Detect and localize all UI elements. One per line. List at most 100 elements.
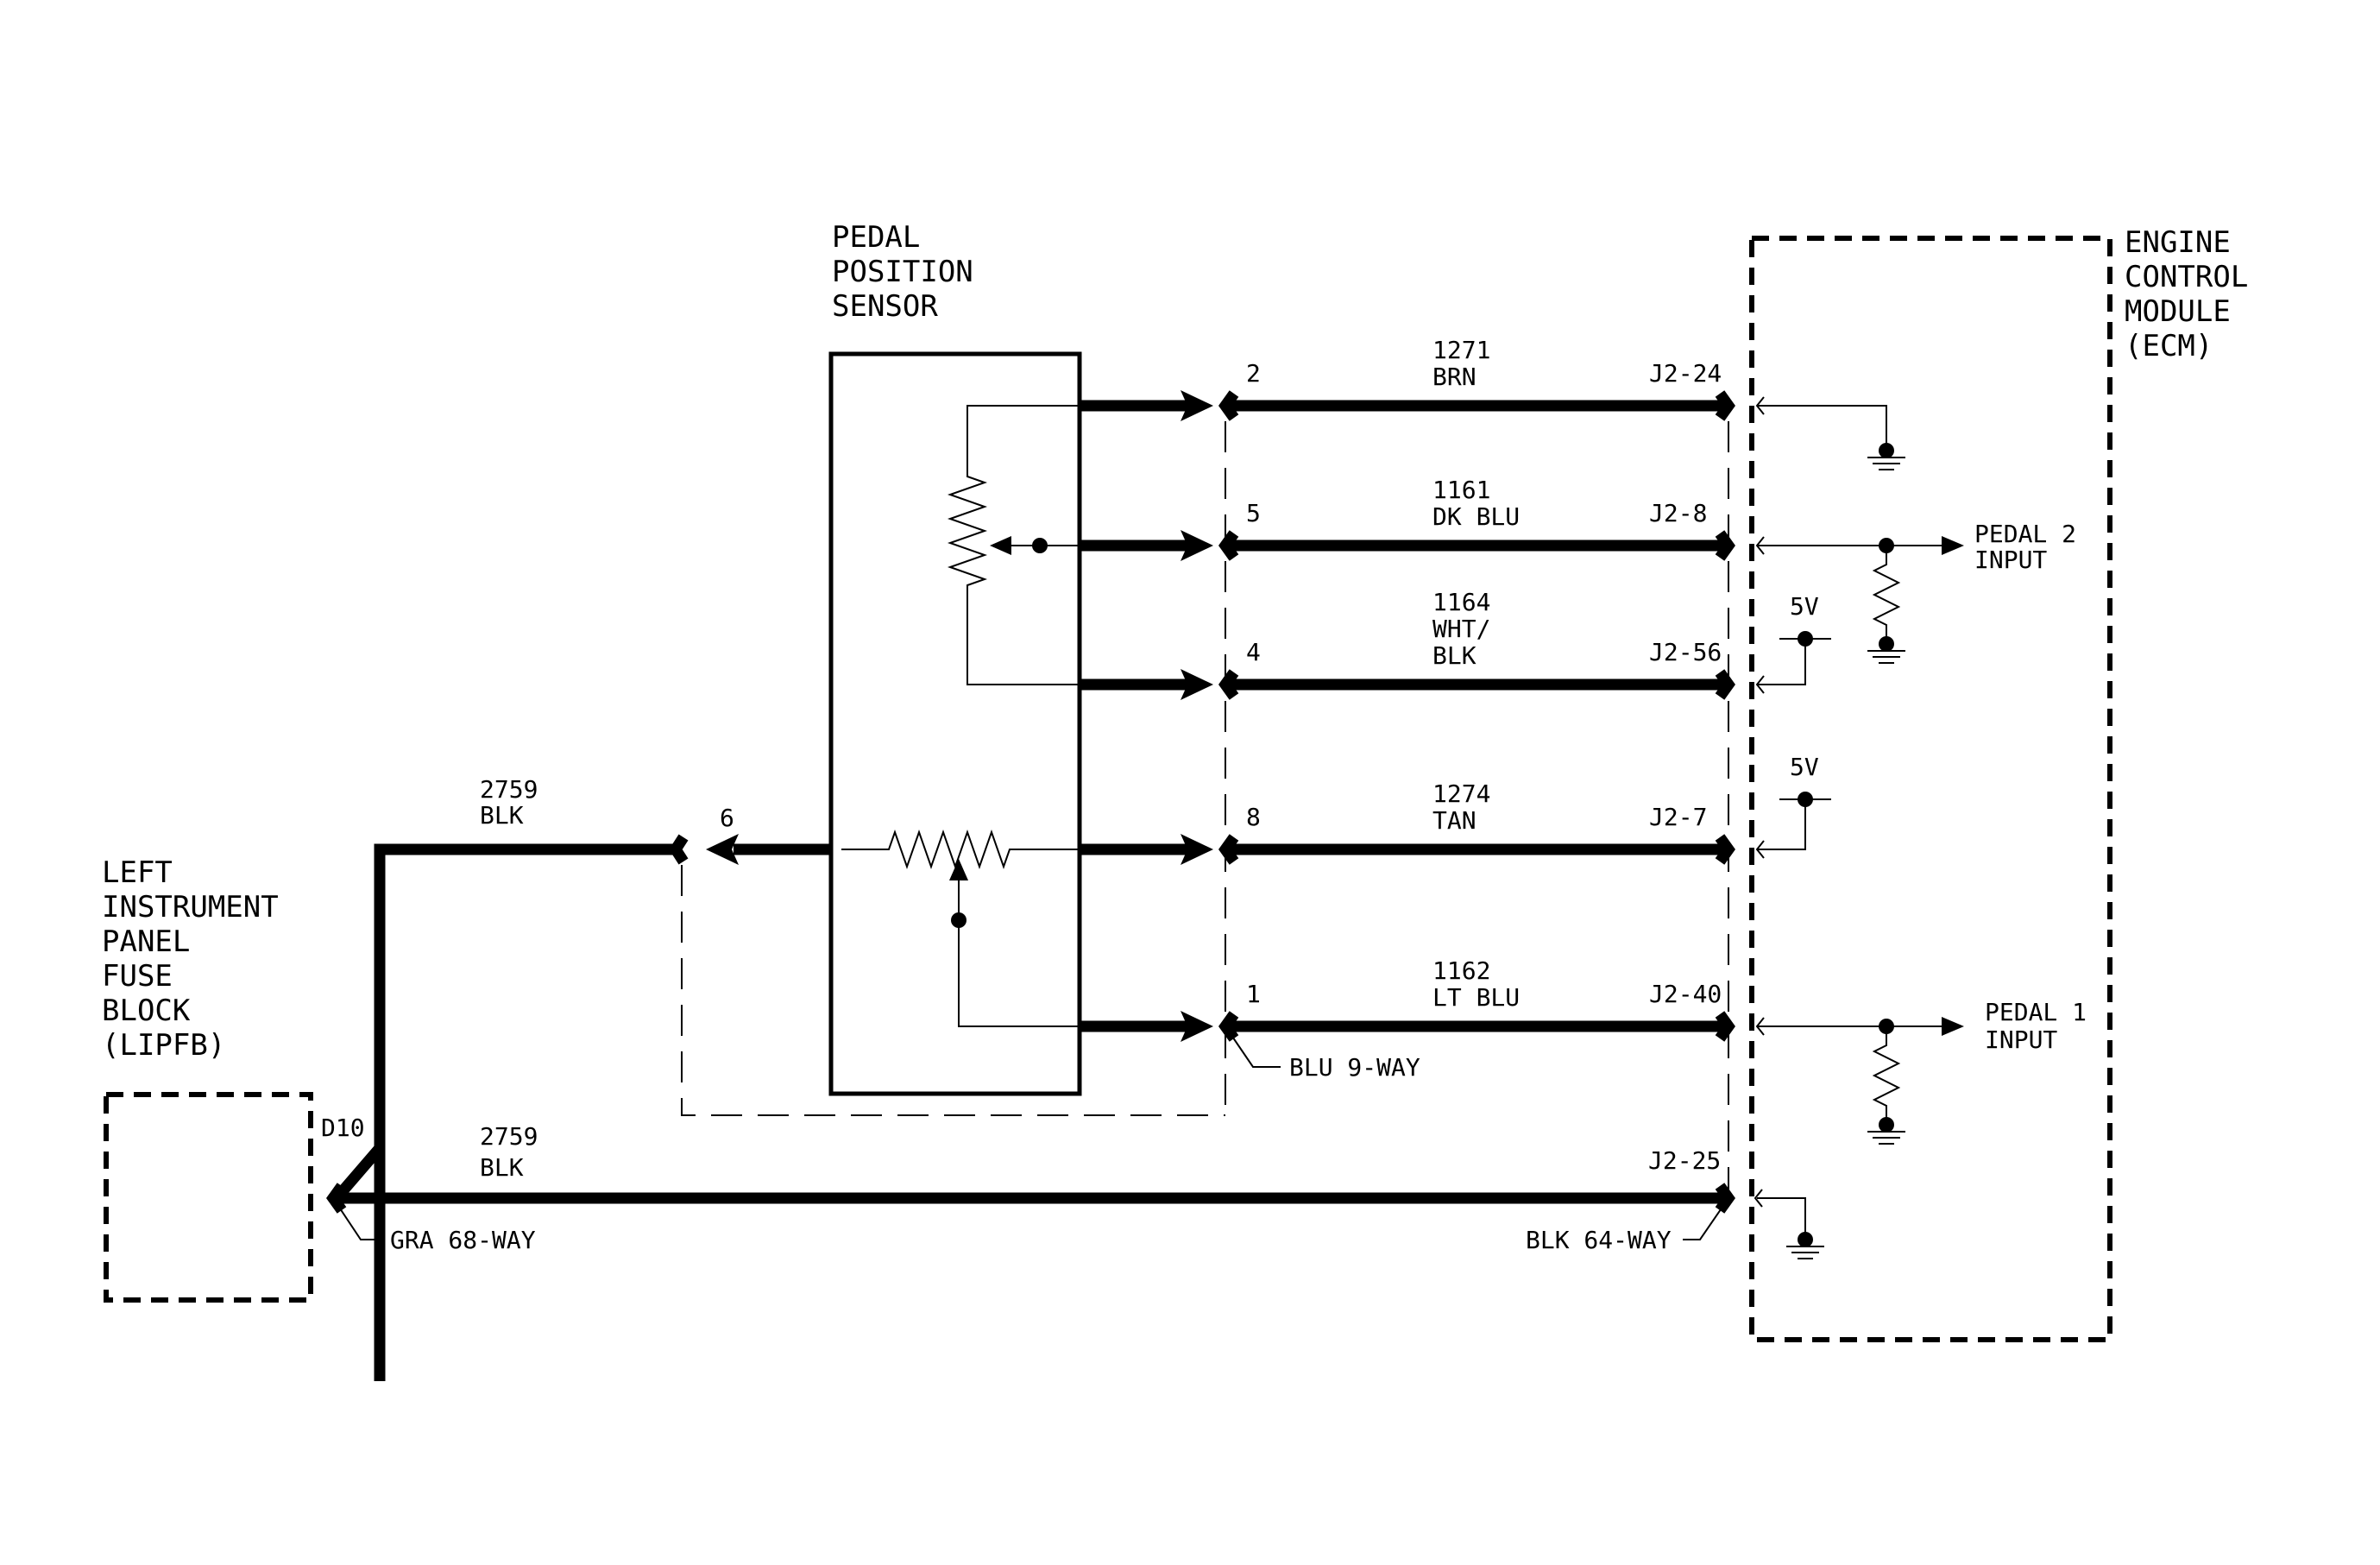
connector-terminal-icon xyxy=(1218,530,1239,561)
pull-down-resistor-icon xyxy=(1872,546,1901,641)
arrow-right-icon xyxy=(1181,390,1213,421)
ecm-terminal-icon xyxy=(1715,1011,1735,1042)
wire-2759-upper-color: BLK xyxy=(480,801,524,830)
sensor-title-line: SENSOR xyxy=(832,289,938,324)
connector-callouts: BLU 9-WAY GRA 68-WAY BLK 64-WAY xyxy=(332,1025,1729,1254)
sensor-title: PEDAL POSITION SENSOR xyxy=(832,220,991,324)
sensor-connector-label: BLU 9-WAY xyxy=(1289,1053,1420,1082)
pedal2-input-line: PEDAL 2 xyxy=(1974,520,2076,548)
ground-connector-boundary xyxy=(681,865,1225,1116)
wire-color-label: BLK xyxy=(1432,641,1476,670)
circuit-number: 1161 xyxy=(1432,476,1490,504)
sensor-pin-label: 2 xyxy=(1246,359,1261,388)
ecm-ground-lead xyxy=(1757,1197,1806,1240)
ecm-input-terminal-icon xyxy=(1754,1189,1763,1208)
ecm-connector-label: BLK 64-WAY xyxy=(1526,1226,1672,1254)
ecm-pin-label: J2-40 xyxy=(1649,980,1722,1008)
wiper-2-lead xyxy=(958,920,1080,1027)
pedal1-input-line: INPUT xyxy=(1985,1025,2057,1054)
fuse-block-title-line: (LIPFB) xyxy=(102,1028,225,1063)
sensor-connector-leader xyxy=(1225,1025,1281,1068)
ref-5v-label: 5V xyxy=(1790,592,1819,621)
ground-icon xyxy=(1786,1232,1824,1259)
fuse-block-title-line: PANEL xyxy=(102,924,190,959)
ecm-title-line: (ECM) xyxy=(2125,329,2213,363)
fuse-block: LEFT INSTRUMENT PANEL FUSE BLOCK (LIPFB) xyxy=(102,855,313,1303)
j2-56-ref-lead xyxy=(1757,639,1806,685)
ecm-terminal-icon xyxy=(1715,530,1735,561)
ecm-pin-label: J2-7 xyxy=(1649,803,1707,831)
pedal2-input-line: INPUT xyxy=(1974,546,2047,574)
engine-control-module: ENGINE CONTROL MODULE (ECM) xyxy=(1749,225,2248,1342)
ecm-pin-label: J2-24 xyxy=(1649,359,1722,388)
ecm-terminal-icon xyxy=(1715,834,1735,865)
wire-2759-lower-circuit: 2759 xyxy=(480,1122,538,1151)
arrow-left-icon xyxy=(706,834,739,865)
wire-2759-lower-color: BLK xyxy=(480,1153,524,1182)
ecm-pin-j2-25: J2-25 xyxy=(1648,1146,1721,1175)
wire-riser xyxy=(332,849,386,1202)
arrow-right-icon xyxy=(1181,669,1213,700)
ecm-boundary xyxy=(1749,236,2112,1342)
ecm-title-line: CONTROL xyxy=(2125,260,2248,294)
pull-down-resistor-icon xyxy=(1872,1026,1901,1121)
sensor-title-line: POSITION xyxy=(832,255,973,289)
wire-2759-upper-circuit: 2759 xyxy=(480,775,538,804)
connector-terminal-icon xyxy=(669,834,689,865)
connector-terminal-icon xyxy=(1218,669,1239,700)
fuse-block-title-line: INSTRUMENT xyxy=(102,890,279,924)
wiper-2-arrow-icon xyxy=(949,859,968,880)
potentiometer-2-icon xyxy=(841,829,1080,870)
pedal2-input-label: PEDAL 2 INPUT xyxy=(1974,520,2091,574)
circuit-number: 1271 xyxy=(1432,336,1490,364)
sensor-pin-label: 5 xyxy=(1246,499,1261,527)
pedal-position-sensor: PEDAL POSITION SENSOR xyxy=(828,220,1082,1096)
ground-feed-lower: D10 2759 BLK J2-25 xyxy=(321,849,1824,1259)
ecm-title-line: MODULE xyxy=(2125,294,2231,329)
wire-color-label: WHT/ xyxy=(1432,615,1490,643)
ecm-connector-leader xyxy=(1683,1197,1729,1240)
wire-color-label: DK BLU xyxy=(1432,502,1520,531)
fuse-block-boundary xyxy=(104,1092,313,1303)
ecm-pin-label: J2-56 xyxy=(1649,638,1722,666)
fuse-block-title-line: BLOCK xyxy=(102,994,191,1028)
ref-5v-label: 5V xyxy=(1790,753,1819,781)
fuse-block-title-line: LEFT xyxy=(102,855,173,890)
arrow-right-icon xyxy=(1181,530,1213,561)
pin-6-label: 6 xyxy=(720,804,734,832)
fuse-block-title: LEFT INSTRUMENT PANEL FUSE BLOCK (LIPFB) xyxy=(102,855,296,1063)
wiper-1-arrow-icon xyxy=(990,536,1011,555)
wire-color-label: TAN xyxy=(1432,806,1476,835)
sensor-title-line: PEDAL xyxy=(832,220,920,255)
circuit-number: 1274 xyxy=(1432,779,1490,808)
connector-terminal-icon xyxy=(1218,390,1239,421)
wire-2759-upper xyxy=(374,843,676,1381)
ecm-pin-label: J2-8 xyxy=(1649,499,1707,527)
j2-24-ground-lead xyxy=(1757,405,1887,451)
circuit-number: 1162 xyxy=(1432,956,1490,985)
ecm-terminal-icon xyxy=(1715,669,1735,700)
arrow-right-icon xyxy=(1942,1017,1964,1036)
pedal1-input-label: PEDAL 1 INPUT xyxy=(1985,998,2101,1054)
fuse-connector-leader xyxy=(332,1197,385,1240)
arrow-right-icon xyxy=(1181,834,1213,865)
arrow-right-icon xyxy=(1942,536,1964,555)
fuse-connector-label: GRA 68-WAY xyxy=(390,1226,536,1254)
arrow-right-icon xyxy=(1181,1011,1213,1042)
wire-color-label: BRN xyxy=(1432,363,1476,391)
connector-terminal-icon xyxy=(1218,834,1239,865)
fuse-block-title-line: FUSE xyxy=(102,959,173,994)
sensor-housing xyxy=(828,351,1082,1096)
sensor-pin-label: 1 xyxy=(1246,980,1261,1008)
circuit-number: 1164 xyxy=(1432,588,1490,616)
ecm-terminal-icon xyxy=(1715,390,1735,421)
ground-feed-upper: 6 2759 BLK xyxy=(374,775,831,1381)
ground-icon xyxy=(1867,636,1905,664)
wire-color-label: LT BLU xyxy=(1432,983,1520,1012)
